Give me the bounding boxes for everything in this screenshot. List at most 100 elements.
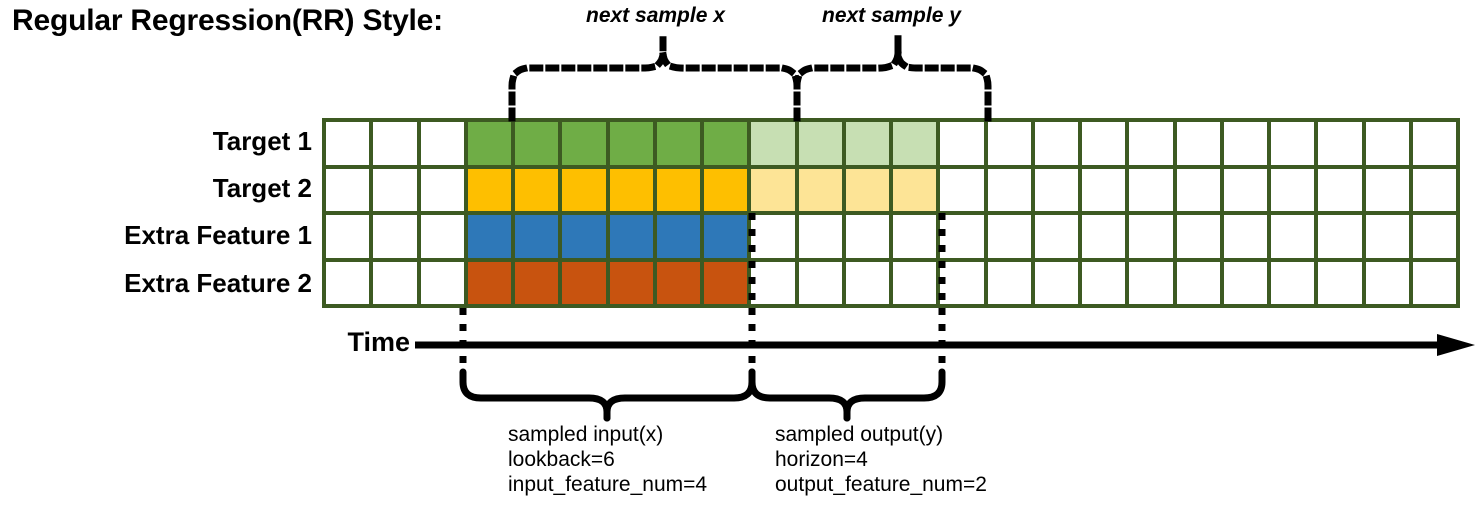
sampled-input-line-2: lookback=6	[508, 448, 615, 471]
row-label-group: Target 1 Target 2 Extra Feature 1 Extra …	[42, 118, 312, 308]
grid-cell-target-1-21	[1271, 122, 1315, 165]
sampled-output-caption: sampled output(y) horizon=4 output_featu…	[775, 422, 987, 497]
grid-cell-extra-feature-1-24	[1412, 215, 1456, 258]
grid-cell-extra-feature-1-6	[562, 215, 606, 258]
grid-cell-extra-feature-2-1	[326, 261, 370, 304]
grid-cell-target-2-14	[940, 168, 984, 211]
sampled-input-line-1: sampled input(x)	[508, 423, 664, 446]
grid-cell-target-1-3	[420, 122, 464, 165]
grid-cell-extra-feature-2-19	[1176, 261, 1220, 304]
grid-cell-extra-feature-1-19	[1176, 215, 1220, 258]
grid-cell-extra-feature-1-22	[1318, 215, 1362, 258]
page-title: Regular Regression(RR) Style:	[12, 4, 443, 37]
grid-cell-target-2-20	[1223, 168, 1267, 211]
next-sample-x-brace	[508, 34, 801, 122]
row-label-extra-feature-1: Extra Feature 1	[124, 220, 312, 250]
grid-cell-extra-feature-1-12	[845, 215, 889, 258]
grid-cell-target-1-15	[987, 122, 1031, 165]
grid-cell-extra-feature-2-11	[798, 261, 842, 304]
grid-cell-target-1-24	[1412, 122, 1456, 165]
grid-cell-extra-feature-1-4	[467, 215, 511, 258]
grid-cell-target-1-13	[893, 122, 937, 165]
grid-cell-target-1-2	[373, 122, 417, 165]
grid-cell-extra-feature-1-11	[798, 215, 842, 258]
grid-cell-target-2-21	[1271, 168, 1315, 211]
grid-cell-target-2-1	[326, 168, 370, 211]
next-sample-x-label: next sample x	[586, 4, 725, 27]
grid-cell-extra-feature-2-21	[1271, 261, 1315, 304]
grid-cell-extra-feature-2-22	[1318, 261, 1362, 304]
grid-cell-target-2-8	[656, 168, 700, 211]
grid-cell-target-2-13	[893, 168, 937, 211]
grid-cell-target-2-17	[1082, 168, 1126, 211]
grid-cell-extra-feature-1-5	[515, 215, 559, 258]
grid-cell-extra-feature-1-20	[1223, 215, 1267, 258]
grid-cell-extra-feature-1-18	[1129, 215, 1173, 258]
grid-cell-target-2-3	[420, 168, 464, 211]
row-label-target-1: Target 1	[212, 126, 312, 156]
time-axis-arrow	[415, 334, 1475, 356]
grid-cell-target-1-23	[1365, 122, 1409, 165]
grid-cell-target-2-5	[515, 168, 559, 211]
grid-cell-extra-feature-2-13	[893, 261, 937, 304]
grid-cell-target-1-6	[562, 122, 606, 165]
grid-cell-extra-feature-2-8	[656, 261, 700, 304]
grid-cell-extra-feature-1-2	[373, 215, 417, 258]
grid-cell-extra-feature-2-4	[467, 261, 511, 304]
grid-cell-extra-feature-2-14	[940, 261, 984, 304]
grid-cell-extra-feature-1-3	[420, 215, 464, 258]
grid-cell-target-1-19	[1176, 122, 1220, 165]
grid-cell-target-1-14	[940, 122, 984, 165]
grid-cell-target-2-6	[562, 168, 606, 211]
grid-cell-extra-feature-1-16	[1034, 215, 1078, 258]
sampled-output-line-1: sampled output(y)	[775, 423, 944, 446]
grid-cell-extra-feature-2-17	[1082, 261, 1126, 304]
next-sample-y-brace	[793, 34, 992, 122]
grid-cell-extra-feature-2-20	[1223, 261, 1267, 304]
grid-cell-target-1-8	[656, 122, 700, 165]
sampled-output-brace	[748, 368, 946, 422]
grid-cell-target-2-2	[373, 168, 417, 211]
grid-cell-target-1-22	[1318, 122, 1362, 165]
grid-cell-target-2-11	[798, 168, 842, 211]
sampled-input-brace	[459, 368, 756, 422]
grid-cell-target-1-20	[1223, 122, 1267, 165]
grid-cell-target-1-5	[515, 122, 559, 165]
grid-cell-target-1-16	[1034, 122, 1078, 165]
grid-cell-target-2-15	[987, 168, 1031, 211]
grid-cell-extra-feature-1-10	[751, 215, 795, 258]
grid-cell-target-1-1	[326, 122, 370, 165]
grid-cell-target-2-19	[1176, 168, 1220, 211]
grid-cell-target-2-18	[1129, 168, 1173, 211]
grid-cell-extra-feature-2-10	[751, 261, 795, 304]
sampled-output-line-2: horizon=4	[775, 448, 868, 471]
grid-cell-extra-feature-2-7	[609, 261, 653, 304]
grid-cell-extra-feature-1-9	[704, 215, 748, 258]
grid-cell-extra-feature-1-8	[656, 215, 700, 258]
grid-cell-target-2-4	[467, 168, 511, 211]
grid-cell-target-2-12	[845, 168, 889, 211]
grid-cell-target-2-24	[1412, 168, 1456, 211]
grid-cell-extra-feature-1-7	[609, 215, 653, 258]
grid-cell-target-1-11	[798, 122, 842, 165]
grid-cell-target-1-12	[845, 122, 889, 165]
grid-cell-extra-feature-2-18	[1129, 261, 1173, 304]
grid-cell-target-1-4	[467, 122, 511, 165]
grid-cell-extra-feature-1-15	[987, 215, 1031, 258]
grid-cell-extra-feature-1-17	[1082, 215, 1126, 258]
timeseries-grid	[322, 118, 1460, 308]
grid-cell-extra-feature-1-1	[326, 215, 370, 258]
grid-cell-extra-feature-1-23	[1365, 215, 1409, 258]
grid-cell-extra-feature-2-15	[987, 261, 1031, 304]
row-label-extra-feature-2: Extra Feature 2	[124, 268, 312, 298]
grid-cell-extra-feature-2-6	[562, 261, 606, 304]
grid-cell-target-1-17	[1082, 122, 1126, 165]
sampled-input-line-3: input_feature_num=4	[508, 473, 708, 496]
row-label-target-2: Target 2	[212, 173, 312, 203]
grid-cell-target-2-16	[1034, 168, 1078, 211]
time-axis-label: Time	[347, 327, 410, 357]
grid-cell-target-1-7	[609, 122, 653, 165]
grid-cell-extra-feature-2-23	[1365, 261, 1409, 304]
grid-cell-extra-feature-2-12	[845, 261, 889, 304]
grid-cell-target-2-23	[1365, 168, 1409, 211]
